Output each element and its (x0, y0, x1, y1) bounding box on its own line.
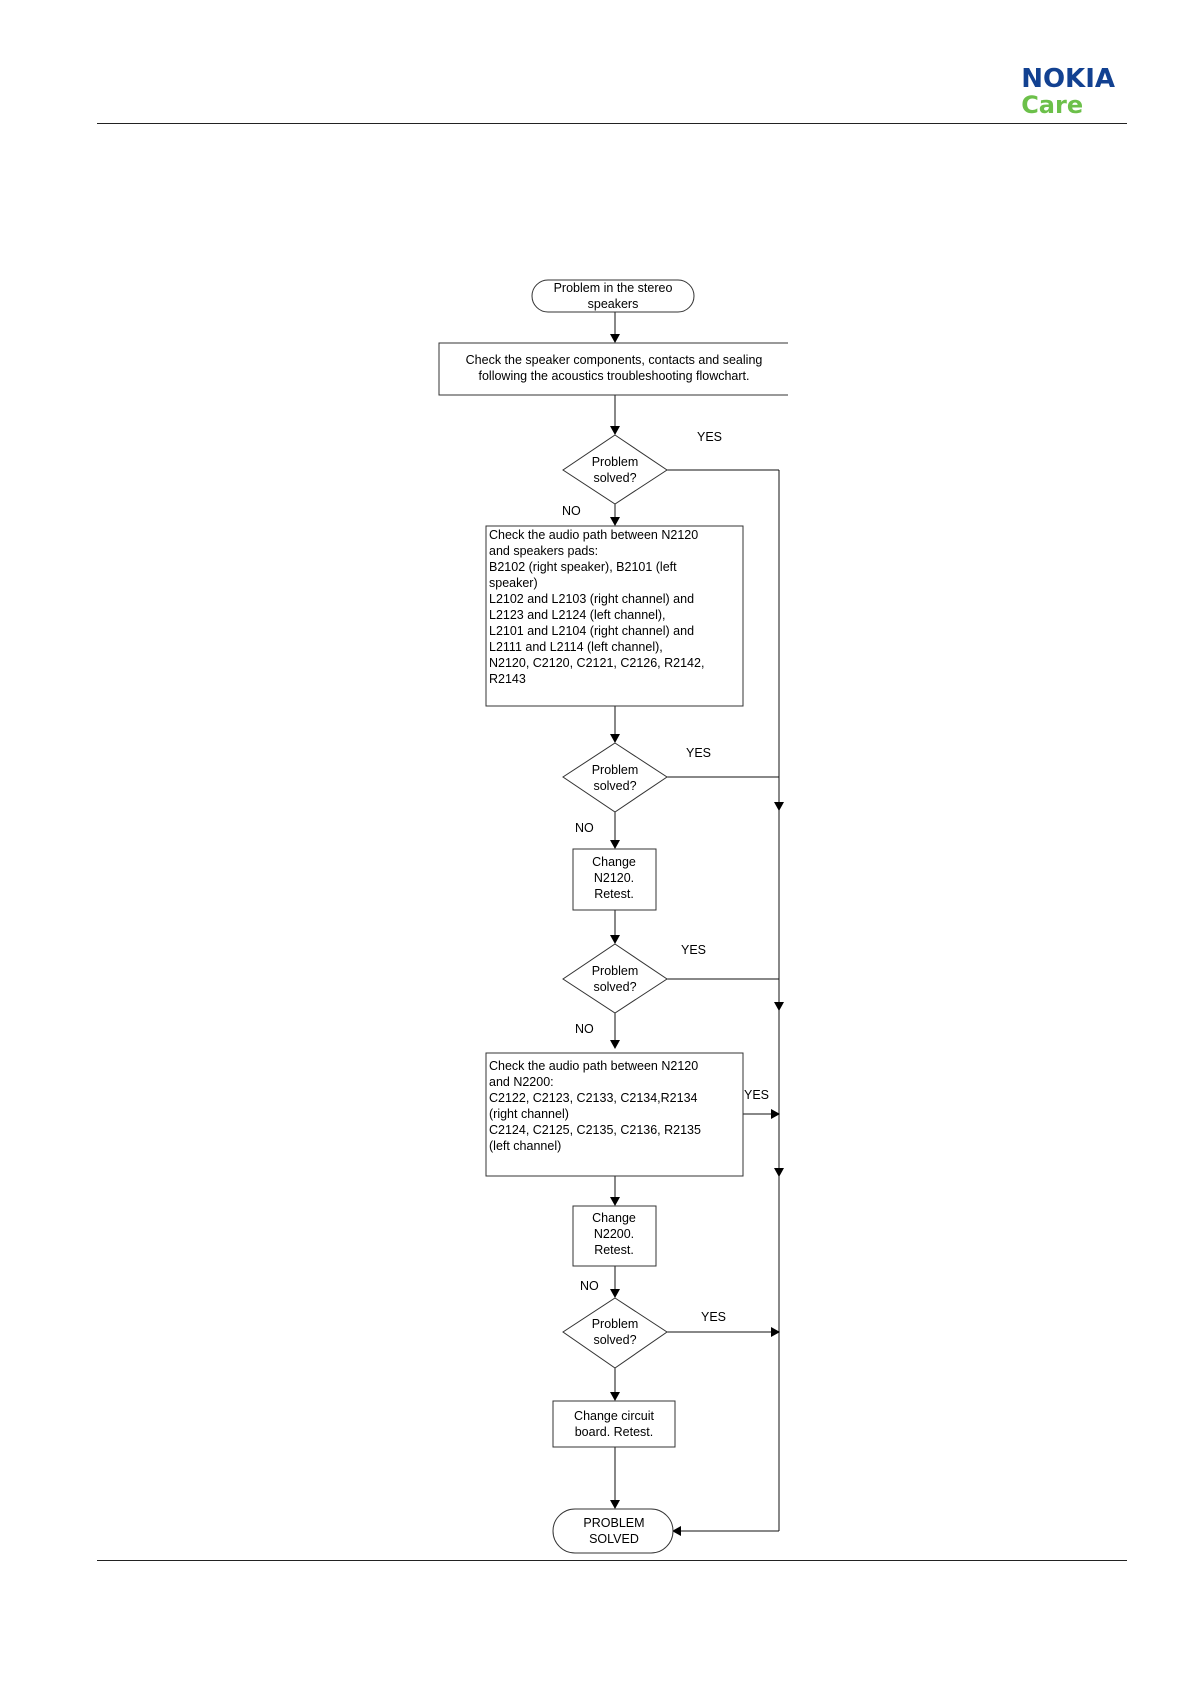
connectors (610, 312, 784, 1536)
arrowhead (610, 734, 620, 743)
step-change-board: Change circuit board. Retest. (552, 1400, 676, 1448)
nokia-care-logo: NOKIA Care (1021, 66, 1115, 118)
end-line-1: PROBLEM (583, 1516, 644, 1530)
audio-path-n2200-line-3: C2122, C2123, C2133, C2134,R2134 (489, 1091, 698, 1105)
change-board-line-2: board. Retest. (575, 1425, 654, 1439)
audio-path-speakers-line-1: Check the audio path between N2120 (489, 528, 698, 542)
arrowhead (771, 1327, 780, 1337)
yes-label-1: YES (697, 430, 722, 444)
arrowhead (610, 1500, 620, 1509)
no-label-2: NO (575, 821, 594, 835)
arrowhead (774, 1168, 784, 1177)
logo-care: Care (1021, 91, 1084, 119)
arrowhead (774, 1002, 784, 1011)
change-n2120-line-3: Retest. (594, 887, 634, 901)
audio-path-speakers-line-10: R2143 (489, 672, 526, 686)
decision-4-line-1: Problem (592, 1317, 639, 1331)
decision-3-line-2: solved? (593, 980, 636, 994)
yes-label-5: YES (701, 1310, 726, 1324)
change-n2200-line-1: Change (592, 1211, 636, 1225)
audio-path-speakers-line-8: L2111 and L2114 (left channel), (489, 640, 663, 654)
step-audio-path-speakers: Check the audio path between N2120 and s… (485, 525, 744, 707)
decision-problem-solved-4: Problem solved? (562, 1297, 668, 1369)
no-label-3: NO (575, 1022, 594, 1036)
audio-path-n2200-line-1: Check the audio path between N2120 (489, 1059, 698, 1073)
arrowhead (610, 1392, 620, 1401)
change-n2120-line-1: Change (592, 855, 636, 869)
arrowhead (610, 517, 620, 526)
change-n2200-line-2: N2200. (594, 1227, 634, 1241)
end-terminator: PROBLEM SOLVED (552, 1508, 674, 1554)
no-label-1: NO (562, 504, 581, 518)
decision-1-line-1: Problem (592, 455, 639, 469)
audio-path-n2200-line-5: C2124, C2125, C2135, C2136, R2135 (489, 1123, 701, 1137)
decision-problem-solved-1: Problem solved? (562, 434, 668, 505)
arrowhead (672, 1526, 681, 1536)
audio-path-speakers-line-9: N2120, C2120, C2121, C2126, R2142, (489, 656, 704, 670)
arrowhead (610, 1040, 620, 1049)
audio-path-speakers-line-7: L2101 and L2104 (right channel) and (489, 624, 694, 638)
decision-1-line-2: solved? (593, 471, 636, 485)
step-check-acoustics-line-2: following the acoustics troubleshooting … (479, 369, 750, 383)
change-board-line-1: Change circuit (574, 1409, 654, 1423)
footer-rule (97, 1560, 1127, 1561)
arrowhead (771, 1109, 780, 1119)
decision-problem-solved-3: Problem solved? (562, 943, 668, 1014)
start-line-2: speakers (588, 297, 639, 311)
yes-label-4: YES (744, 1088, 769, 1102)
yes-label-3: YES (681, 943, 706, 957)
header-rule (97, 123, 1127, 124)
start-terminator: Problem in the stereo speakers (531, 279, 695, 313)
audio-path-speakers-line-3: B2102 (right speaker), B2101 (left (489, 560, 677, 574)
audio-path-n2200-line-2: and N2200: (489, 1075, 554, 1089)
audio-path-n2200-line-6: (left channel) (489, 1139, 561, 1153)
step-check-acoustics: Check the speaker components, contacts a… (438, 342, 788, 396)
audio-path-speakers-line-6: L2123 and L2124 (left channel), (489, 608, 666, 622)
no-label-4: NO (580, 1279, 599, 1293)
decision-4-line-2: solved? (593, 1333, 636, 1347)
audio-path-speakers-line-4: speaker) (489, 576, 538, 590)
arrowhead (774, 802, 784, 811)
audio-path-n2200-line-4: (right channel) (489, 1107, 569, 1121)
change-n2120-line-2: N2120. (594, 871, 634, 885)
decision-3-line-1: Problem (592, 964, 639, 978)
step-change-n2120: Change N2120. Retest. (572, 848, 657, 911)
arrowhead (610, 426, 620, 435)
decision-2-line-2: solved? (593, 779, 636, 793)
arrowhead (610, 935, 620, 944)
yes-label-2: YES (686, 746, 711, 760)
arrowhead (610, 334, 620, 343)
arrowhead (610, 1289, 620, 1298)
logo-brand: NOKIA (1021, 64, 1115, 94)
step-audio-path-n2200: Check the audio path between N2120 and N… (485, 1052, 744, 1177)
arrowhead (610, 840, 620, 849)
change-n2200-line-3: Retest. (594, 1243, 634, 1257)
arrowhead (610, 1197, 620, 1206)
end-line-2: SOLVED (589, 1532, 639, 1546)
audio-path-speakers-line-2: and speakers pads: (489, 544, 598, 558)
decision-problem-solved-2: Problem solved? (562, 742, 668, 813)
audio-path-speakers-line-5: L2102 and L2103 (right channel) and (489, 592, 694, 606)
step-change-n2200: Change N2200. Retest. (572, 1205, 657, 1267)
start-line-1: Problem in the stereo (554, 281, 673, 295)
step-check-acoustics-line-1: Check the speaker components, contacts a… (466, 353, 763, 367)
decision-2-line-1: Problem (592, 763, 639, 777)
